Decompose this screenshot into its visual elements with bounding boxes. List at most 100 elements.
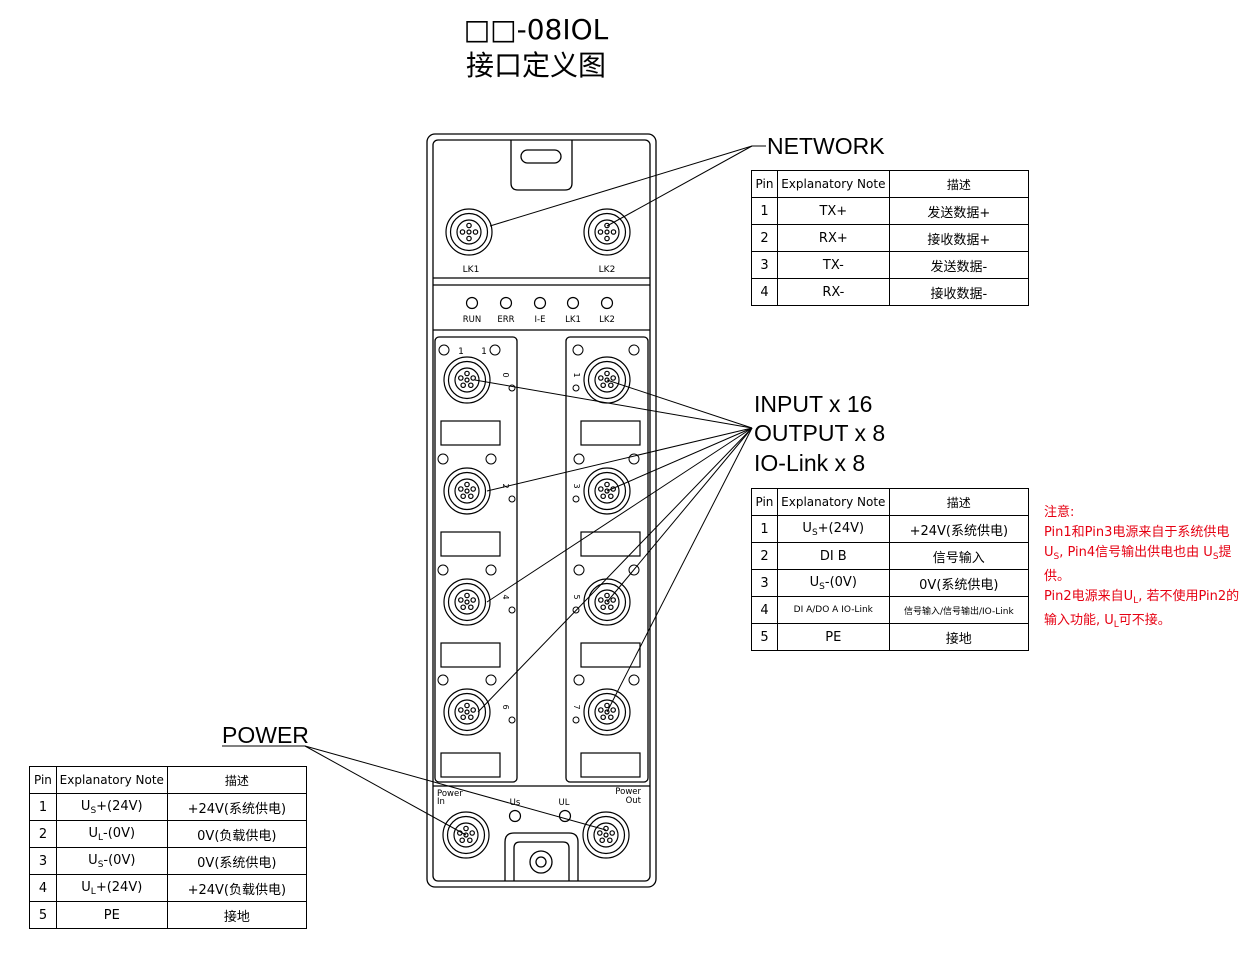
led-indicator (566, 296, 580, 310)
screw-icon (572, 716, 580, 724)
pin-cell: 2 (29, 820, 57, 848)
power-out-port (582, 811, 630, 859)
label-plate (440, 531, 501, 557)
table-row: 1 TX+ 发送数据+ (751, 197, 1030, 225)
desc-cell: 接收数据+ (888, 224, 1030, 252)
io-label-input: INPUT x 16 (754, 391, 873, 417)
label-plate (580, 420, 641, 446)
table-row: 2 UL-(0V) 0V(负载供电) (29, 820, 308, 848)
note-cell: PE (55, 901, 168, 929)
channel-led (437, 564, 449, 576)
io-leader (606, 379, 753, 429)
pin-cell: 4 (751, 278, 778, 306)
led-label: I-E (535, 315, 546, 325)
port-label-lk1: LK1 (463, 265, 480, 275)
screw-icon (572, 606, 580, 614)
channel-led (437, 674, 449, 686)
note-cell: RX+ (776, 224, 890, 252)
io-port-left (443, 356, 491, 404)
table-row: 4 DI A/DO A IO-Link 信号输入/信号输出/IO-Link (751, 596, 1030, 624)
desc-cell: 信号输入/信号输出/IO-Link (888, 596, 1030, 624)
note-cell: US+(24V) (776, 515, 890, 543)
led-indicator (499, 296, 513, 310)
header-note: Explanatory Note (776, 170, 890, 198)
header-note: Explanatory Note (776, 488, 890, 516)
channel-led (628, 453, 640, 465)
channel-led (573, 674, 585, 686)
screw-icon (508, 495, 516, 503)
table-row: 4 RX- 接收数据- (751, 278, 1030, 306)
power-out-label: Power (615, 787, 641, 797)
note-cell: RX- (776, 278, 890, 306)
io-port-left (443, 467, 491, 515)
io-port-left (443, 578, 491, 626)
us-label: Us (510, 798, 521, 808)
pin-cell: 2 (751, 224, 778, 252)
power-note: 注意: Pin1和Pin3电源来自于系统供电 US, Pin4信号输出供电也由 … (1044, 503, 1244, 635)
note-cell: DI A/DO A IO-Link (776, 596, 890, 624)
desc-cell: 0V(系统供电) (888, 569, 1030, 597)
channel-led (628, 344, 640, 356)
desc-cell: 0V(系统供电) (166, 847, 308, 875)
led-label: LK1 (565, 315, 581, 325)
led-label: LK2 (599, 315, 615, 325)
note-cell: US+(24V) (55, 793, 168, 821)
note-paragraph-2: Pin2电源来自UL, 若不使用Pin2的输入功能, UL可不接。 (1044, 589, 1240, 630)
note-cell: TX+ (776, 197, 890, 225)
note-cell: US-(0V) (776, 569, 890, 597)
channel-number: 0 (501, 372, 510, 377)
network-port-lk2 (583, 208, 631, 256)
power-out-label: Out (626, 796, 642, 806)
desc-cell: +24V(系统供电) (888, 515, 1030, 543)
device-housing (426, 133, 657, 888)
channel-led (485, 453, 497, 465)
pin-cell: 1 (751, 197, 778, 225)
note-cell: UL-(0V) (55, 820, 168, 848)
screw-icon (572, 384, 580, 392)
label-plate (440, 642, 501, 668)
pin-cell: 1 (751, 515, 778, 543)
channel-number: 6 (501, 704, 510, 709)
table-row: 1 US+(24V) +24V(系统供电) (751, 515, 1030, 543)
led-label: ERR (497, 315, 514, 325)
header-desc: 描述 (166, 766, 308, 794)
network-leader (489, 145, 753, 227)
desc-cell: 接地 (166, 901, 308, 929)
table-header-row: Pin Explanatory Note 描述 (29, 766, 308, 794)
network-label: NETWORK (767, 133, 885, 159)
desc-cell: 接收数据- (888, 278, 1030, 306)
power-leader (304, 745, 467, 836)
table-row: 2 DI B 信号输入 (751, 542, 1030, 570)
header-pin: Pin (29, 766, 57, 794)
screw-icon (572, 495, 580, 503)
channel-led (572, 344, 584, 356)
power-in-label: Power (437, 789, 463, 799)
table-header-row: Pin Explanatory Note 描述 (751, 488, 1030, 516)
table-row: 2 RX+ 接收数据+ (751, 224, 1030, 252)
io-leader (606, 427, 753, 603)
note-cell: PE (776, 623, 890, 651)
io-pin-table: Pin Explanatory Note 描述 1 US+(24V) +24V(… (751, 488, 1030, 651)
desc-cell: 发送数据+ (888, 197, 1030, 225)
pin-cell: 5 (751, 623, 778, 651)
label-plate (580, 642, 641, 668)
note-cell: UL+(24V) (55, 874, 168, 902)
label-plate (580, 531, 641, 557)
header-pin: Pin (751, 488, 778, 516)
io-port-left (443, 688, 491, 736)
table-row: 5 PE 接地 (29, 901, 308, 929)
desc-cell: 接地 (888, 623, 1030, 651)
ul-label: UL (559, 798, 570, 808)
page-subtitle: 接口定义图 (465, 49, 606, 82)
io-leader (474, 379, 753, 429)
power-in-label: In (437, 797, 445, 807)
channel-number: 1 (572, 372, 581, 377)
note-cell: DI B (776, 542, 890, 570)
note-heading: 注意: (1044, 505, 1075, 520)
pin-cell: 1 (29, 793, 57, 821)
channel-number: 7 (572, 704, 581, 709)
network-port-lk1 (445, 208, 493, 256)
io-leader (486, 427, 753, 492)
table-row: 3 US-(0V) 0V(系统供电) (29, 847, 308, 875)
